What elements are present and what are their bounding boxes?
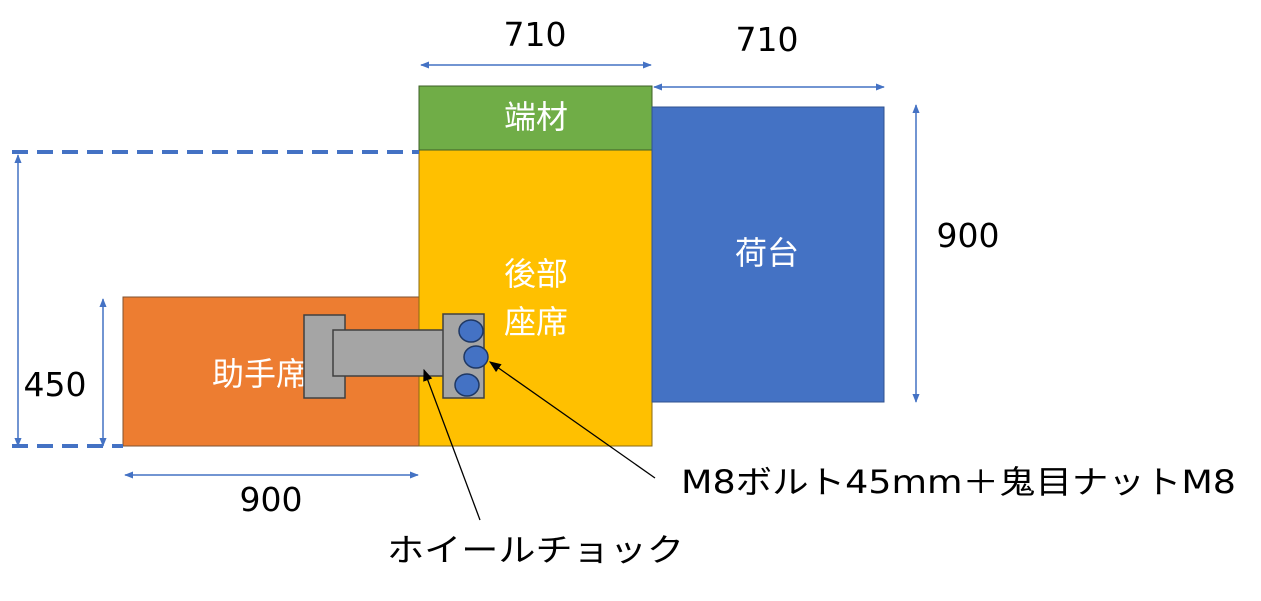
dimension-label-top-right: 710 — [736, 20, 799, 59]
end-piece-label: 端材 — [504, 98, 568, 136]
bolt-icon — [463, 345, 489, 369]
cargo-bed-block — [651, 106, 885, 403]
bolt-callout-leader — [489, 361, 656, 479]
dimension-label-left: 450 — [24, 365, 87, 404]
wheel-chock-callout-leader — [423, 368, 481, 521]
cargo-bed-label: 荷台 — [735, 234, 799, 272]
end-piece-block — [418, 85, 653, 151]
passenger-seat-label: 助手席 — [212, 355, 308, 393]
dimension-label-bottom: 900 — [240, 480, 303, 519]
rear-seat-block — [418, 149, 653, 447]
wheel-chock-bar — [332, 329, 461, 377]
bolt-icon — [458, 319, 484, 343]
wheel-chock-callout-label: ホイールチョック — [387, 531, 684, 569]
bolt-icon — [454, 373, 480, 397]
dimension-label-top-left: 710 — [504, 15, 567, 54]
bolt-callout-label: M8ボルト45mm＋鬼目ナットM8 — [681, 463, 1236, 501]
dimension-label-right: 900 — [937, 216, 1000, 255]
rear-seat-label-line1: 後部 — [504, 255, 568, 293]
rear-seat-label-line2: 座席 — [504, 303, 568, 341]
